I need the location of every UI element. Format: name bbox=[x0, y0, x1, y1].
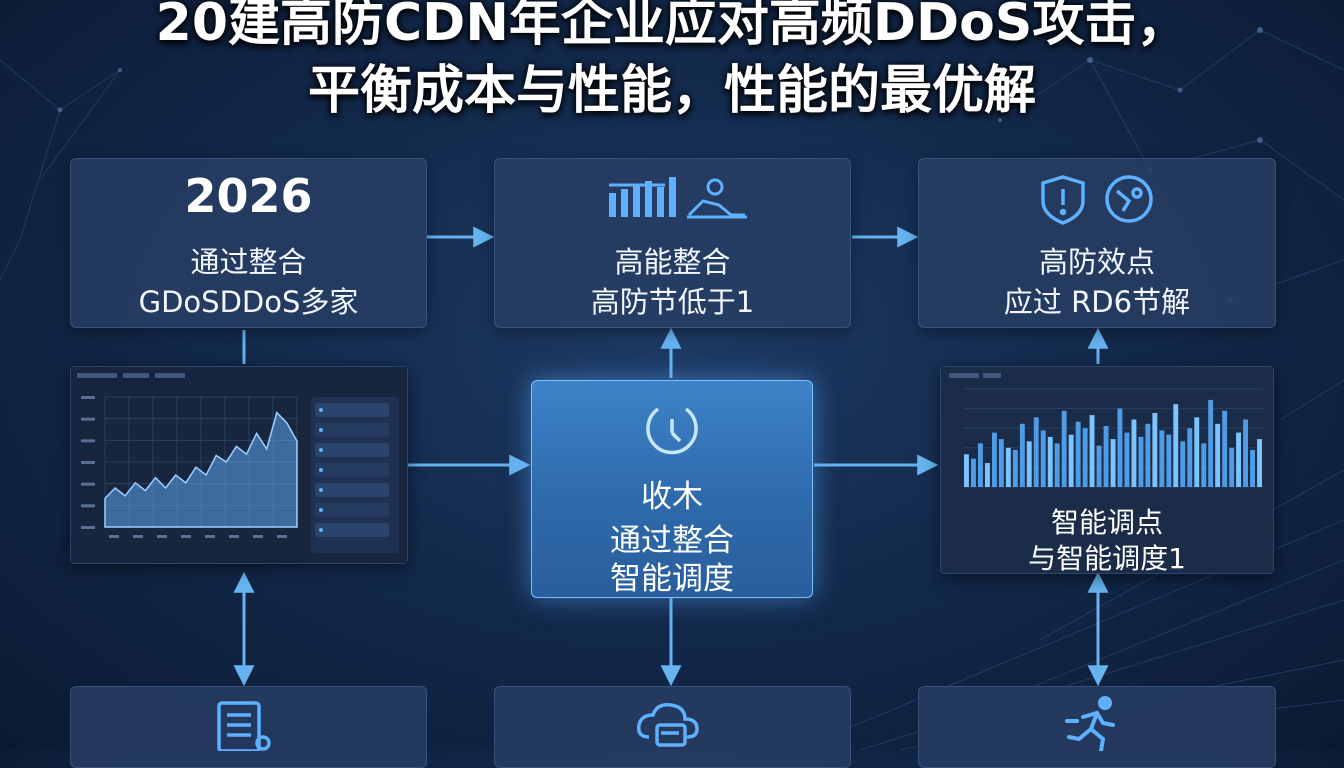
area-tick-mark bbox=[253, 535, 263, 538]
area-tick-mark bbox=[81, 439, 95, 443]
area-tick-mark bbox=[157, 535, 167, 538]
area-tick-mark bbox=[81, 461, 95, 464]
cloud-server-icon bbox=[636, 702, 699, 747]
card-center: 收木 通过整合 智能调度 bbox=[531, 380, 813, 598]
bar bbox=[992, 432, 997, 487]
card-bottom-left bbox=[70, 686, 427, 768]
bar bbox=[1061, 410, 1067, 487]
bar bbox=[1040, 430, 1046, 487]
area-series bbox=[104, 411, 298, 528]
right-panel-line-2: 与智能调度1 bbox=[1028, 542, 1186, 575]
area-chart bbox=[71, 367, 407, 563]
card-top-right-line-2: 应过 RD6节解 bbox=[1003, 285, 1191, 319]
bar bbox=[1187, 428, 1193, 487]
year-label: 2026 bbox=[184, 169, 313, 223]
area-tick-mark bbox=[109, 535, 119, 538]
area-tick-mark bbox=[81, 417, 95, 421]
title-line-2: 平衡成本与性能，性能的最优解 bbox=[307, 61, 1036, 121]
bar bbox=[1180, 441, 1186, 487]
area-tick-mark bbox=[81, 504, 95, 508]
shield-alert-icon bbox=[1041, 175, 1153, 225]
bar bbox=[1229, 447, 1235, 487]
area-tick-mark bbox=[133, 535, 143, 538]
bar bbox=[1215, 423, 1221, 487]
area-tick-mark bbox=[81, 396, 95, 399]
running-person-icon bbox=[1065, 696, 1115, 751]
bar bbox=[1005, 447, 1011, 487]
bar bbox=[1243, 419, 1248, 487]
bar bbox=[1152, 413, 1158, 487]
area-tick-mark bbox=[181, 535, 191, 538]
bar bbox=[1166, 434, 1172, 487]
card-top-left-line-2: GDoSDDoS多家 bbox=[138, 285, 359, 319]
right-panel-line-1: 智能调点 bbox=[1050, 506, 1163, 539]
bar bbox=[1033, 417, 1039, 487]
bar bbox=[1054, 443, 1060, 487]
area-tick-mark bbox=[229, 535, 239, 538]
bar bbox=[1173, 404, 1179, 487]
document-list-icon bbox=[217, 701, 271, 751]
bar bbox=[1082, 428, 1088, 487]
area-tick-mark bbox=[81, 482, 95, 486]
bar bbox=[971, 458, 976, 487]
card-bottom-mid bbox=[494, 686, 851, 768]
bar bbox=[1250, 450, 1255, 487]
card-top-mid-line-1: 高能整合 bbox=[614, 245, 731, 279]
clock-icon bbox=[646, 407, 698, 455]
bar bbox=[1138, 436, 1144, 487]
panel-header-bar bbox=[77, 373, 117, 378]
dashboard-panel-right: 智能调点 与智能调度1 bbox=[940, 366, 1274, 575]
bar-chart bbox=[941, 367, 1273, 573]
card-top-left-line-1: 通过整合 bbox=[190, 245, 307, 279]
bar bbox=[1222, 410, 1228, 487]
side-list bbox=[311, 397, 399, 553]
card-top-mid: 高能整合 高防节低于1 bbox=[494, 158, 851, 328]
bar bbox=[1026, 441, 1032, 487]
bar bbox=[1124, 432, 1130, 487]
bar bbox=[1012, 450, 1018, 487]
bar bbox=[1145, 423, 1151, 487]
area-tick-mark bbox=[277, 535, 287, 538]
connector-arrows bbox=[233, 226, 1109, 687]
bar bbox=[1257, 439, 1262, 487]
card-top-right: 高防效点 应过 RD6节解 bbox=[918, 158, 1276, 328]
bar bbox=[1103, 426, 1109, 487]
bar bbox=[1089, 415, 1095, 487]
card-bottom-right bbox=[918, 686, 1276, 768]
card-center-line-2: 通过整合 bbox=[610, 523, 734, 559]
card-center-line-3: 智能调度 bbox=[610, 561, 734, 597]
bar bbox=[1110, 439, 1116, 487]
bar bbox=[1201, 443, 1207, 487]
bar bbox=[1131, 419, 1137, 487]
bar bbox=[978, 443, 983, 487]
bar bbox=[1208, 399, 1214, 487]
bar bbox=[1194, 417, 1200, 487]
bar bbox=[1068, 434, 1074, 487]
bar bbox=[998, 439, 1004, 487]
bar-chart-person-icon bbox=[609, 177, 747, 219]
card-center-line-1: 收木 bbox=[641, 479, 703, 515]
dashboard-panel-left bbox=[70, 366, 408, 564]
bar bbox=[985, 463, 990, 487]
bar bbox=[1075, 421, 1081, 487]
area-tick-mark bbox=[81, 526, 95, 529]
bar bbox=[1159, 430, 1165, 487]
card-top-left: 2026 通过整合 GDoSDDoS多家 bbox=[70, 158, 427, 328]
bar bbox=[1096, 445, 1102, 487]
title-line-1: 20建高防CDN年企业应对高频DDoS攻击， bbox=[155, 0, 1189, 53]
bar bbox=[1019, 423, 1025, 487]
bar bbox=[1236, 432, 1241, 487]
area-tick-mark bbox=[205, 535, 215, 538]
bar bbox=[1047, 436, 1053, 487]
bar bbox=[1117, 408, 1123, 487]
bar bbox=[964, 454, 969, 487]
card-top-right-line-1: 高防效点 bbox=[1038, 245, 1155, 279]
card-top-mid-line-2: 高防节低于1 bbox=[590, 285, 755, 319]
